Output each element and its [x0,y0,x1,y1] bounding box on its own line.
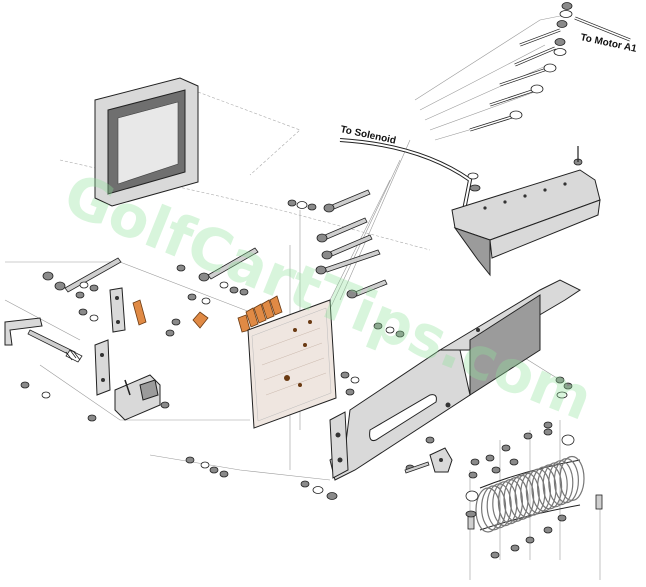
controller-cover [94,77,199,207]
long-bolt [323,189,371,213]
micro-switch [114,374,161,421]
long-bolts [54,189,388,299]
circuit-board [247,299,337,429]
cable-clip [404,447,453,474]
resistor-coil [465,434,585,533]
coil-loop [559,455,585,502]
hardware [20,199,435,500]
wire-terminal [514,38,567,67]
copper-terminals [132,295,283,333]
wire-terminal [469,110,523,132]
long-bolt [316,217,368,243]
callout-to-motor-a1: To Motor A1 [579,32,638,55]
solenoid-wire [339,138,481,231]
long-bolt [54,257,122,293]
coil-hardware [465,376,603,559]
long-bolt [198,247,259,282]
motor-wire-harness [469,2,631,132]
wire-terminal [519,2,573,47]
wire-terminal [489,84,544,107]
small-brackets [94,287,126,396]
mounting-bracket [329,279,581,481]
bus-bar [451,146,601,277]
pedal-shaft [4,317,83,363]
long-bolt [321,234,373,260]
long-bolt [315,249,381,275]
wire-terminal [499,63,557,87]
long-bolt [346,279,388,299]
